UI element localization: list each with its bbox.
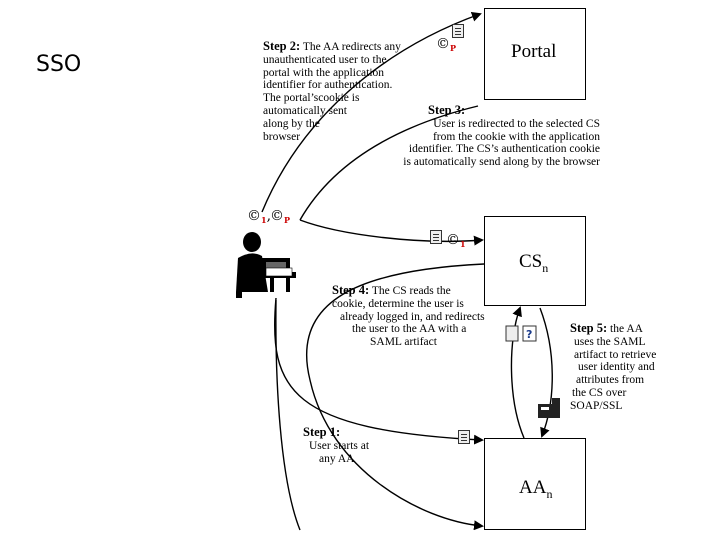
portal-box: Portal xyxy=(484,8,586,100)
step3-text: Step 3: User is redirected to the select… xyxy=(403,103,600,169)
aa-box: AAn xyxy=(484,438,586,530)
step2-text: Step 2: The AA redirects any unauthentic… xyxy=(263,39,401,143)
step4-text: Step 4: The CS reads the cookie, determi… xyxy=(332,283,485,349)
step1-text: Step 1: User starts at any AA xyxy=(303,425,370,465)
cs-label: CSn xyxy=(519,251,549,275)
document-icon-portal xyxy=(452,24,464,38)
portal-cookie-user: ©P xyxy=(270,208,291,225)
cs-box: CSn xyxy=(484,216,586,306)
portal-label: Portal xyxy=(511,41,557,62)
cs-cookie-user: ©1, xyxy=(247,208,272,225)
return-arrow xyxy=(275,299,301,531)
step5-text: Step 5: the AA uses the SAML artifact to… xyxy=(570,321,657,412)
step4-arrow xyxy=(305,263,485,531)
server-icon xyxy=(538,398,560,418)
request-icons: ? xyxy=(505,325,537,342)
step5-arrow-up xyxy=(510,306,525,439)
step5-arrow-down xyxy=(539,307,553,438)
user-at-computer-icon xyxy=(236,232,296,298)
step1-arrow xyxy=(273,297,484,445)
portal-cookie-top: ©P xyxy=(436,36,457,53)
step3-arrow xyxy=(299,105,479,221)
cs-cookie-cs: ©1 xyxy=(446,232,466,249)
aa-label: AAn xyxy=(519,477,553,501)
document-icon-aa xyxy=(458,430,470,444)
step3-arrow-end xyxy=(299,219,484,246)
slide-title: SSO xyxy=(36,52,82,77)
step2-arrow xyxy=(261,12,482,213)
document-icon-cs xyxy=(430,230,442,244)
svg-text:?: ? xyxy=(526,328,532,341)
